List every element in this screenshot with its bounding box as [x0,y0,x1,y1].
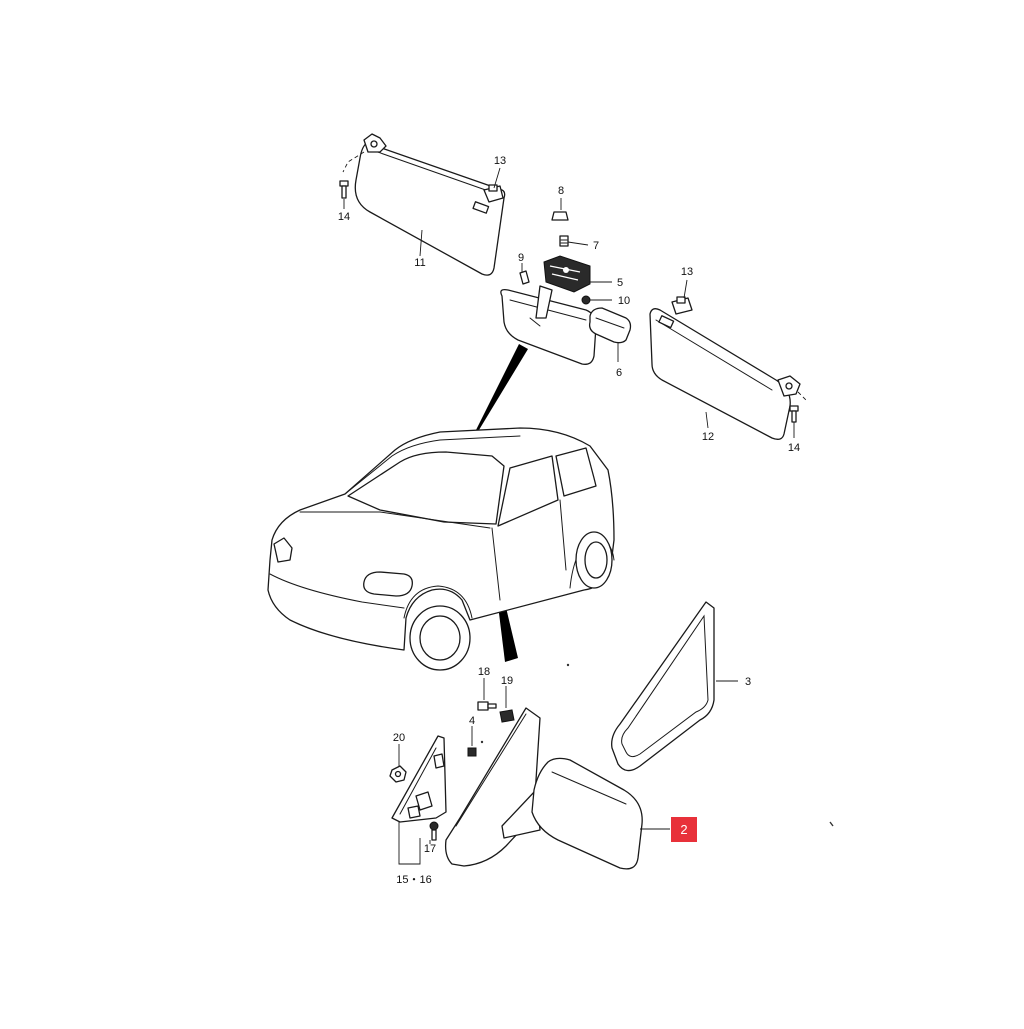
door-mirror-2 [501,757,643,870]
inner-bracket-15-16 [391,735,447,823]
screw-14-right [789,405,799,423]
grommet-19 [499,709,515,723]
car-outline [267,427,615,671]
nut-20 [389,765,407,783]
callout-12: 12 [702,431,714,443]
lamp-lens-6 [588,307,632,344]
visor-holder-right [777,375,801,397]
callout-8: 8 [558,185,564,197]
callout-5: 5 [617,277,623,289]
callout-7: 7 [593,240,599,252]
callout-3: 3 [745,676,751,688]
callout-9: 9 [518,252,524,264]
screw-4 [467,747,477,757]
clip-13-right [671,296,693,315]
dot-mark [480,740,484,744]
callout-2: 2 [680,822,687,837]
leader-13-left [493,167,501,189]
tick-mark [829,821,834,827]
leader-11 [419,229,423,257]
screw-17 [429,821,439,841]
sun-visor-left [354,142,506,276]
bracket-15-16 [398,822,421,865]
callout-14-right: 14 [788,442,800,454]
callout-11: 11 [414,257,425,269]
screw-14-left [339,180,349,199]
callout-19: 19 [501,675,513,687]
screw-10 [581,295,591,305]
visor-holder-left [363,133,387,153]
fuse-9 [519,270,530,285]
mirror-base-5 [543,255,591,293]
bolt-18 [477,701,497,711]
leader-12 [705,411,709,429]
callout-17: 17 [424,843,436,855]
callout-13-right: 13 [681,266,693,278]
callout-20: 20 [393,732,405,744]
leader-7 [567,241,589,246]
leader-13-right [683,279,688,299]
callout-2-highlight: 2 [671,817,697,842]
callout-18: 18 [478,666,490,678]
mirror-stay [529,285,553,327]
highlight-badge [671,817,697,842]
sun-visor-right [649,308,791,440]
callout-6: 6 [616,367,622,379]
dash-line-visor-right [797,391,807,401]
outer-garnish-3 [611,601,715,772]
mirror-base-plate [444,707,541,867]
dot-mark [566,663,570,667]
callout-13-left: 13 [494,155,506,167]
callout-4: 4 [469,715,475,727]
callout-14-left: 14 [338,211,350,223]
cap-8 [551,211,569,221]
callout-15-16: 15・16 [396,874,431,886]
bulb-7 [559,235,569,247]
callout-10: 10 [618,295,630,307]
